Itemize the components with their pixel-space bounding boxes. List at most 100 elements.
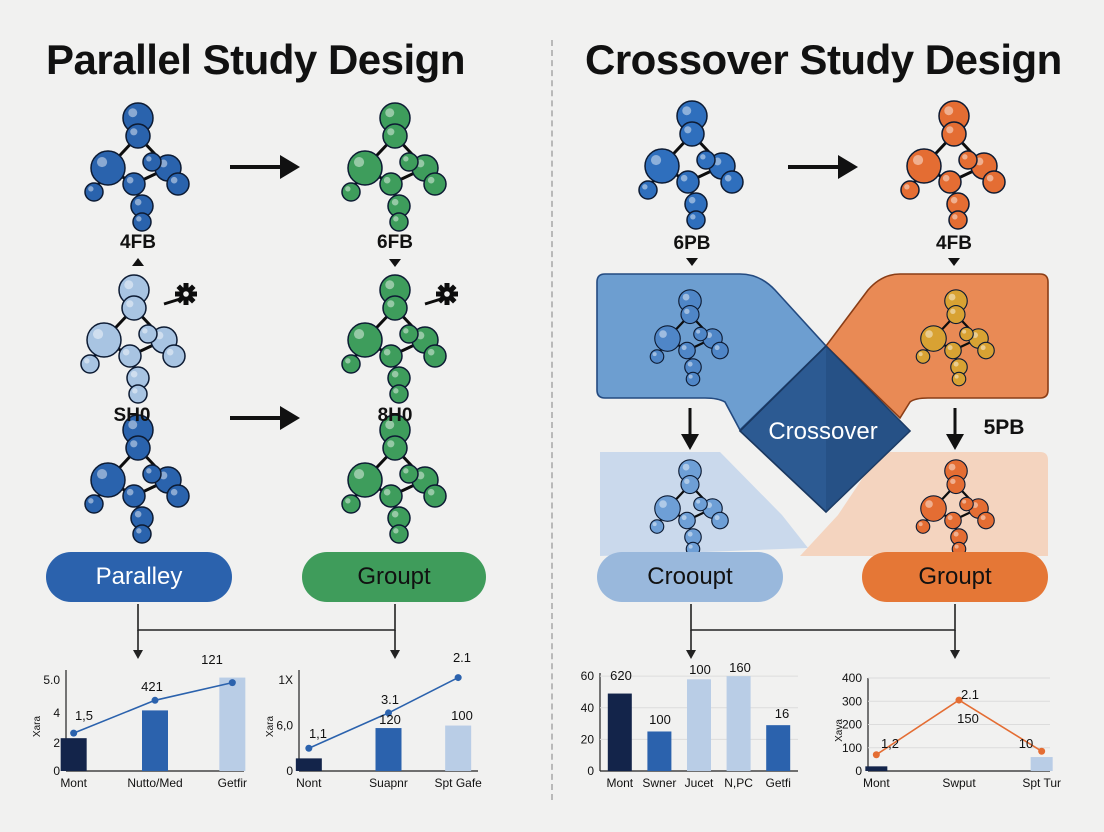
bar [607,693,632,771]
y-tick-label: 6,0 [276,719,293,733]
bar [687,679,711,771]
x-tick-label: Mont [606,776,633,790]
x-tick-label: Suapnr [369,776,408,790]
data-label: 100 [451,708,473,723]
molecule-blue-top [84,102,190,232]
bracket-arrowheads [133,650,960,659]
data-label: 160 [729,660,751,675]
molecule-label-6pb: 6PB [673,233,711,254]
pill-group-green: Groupt [302,552,486,602]
y-tick-label: 100 [842,741,862,755]
bracket-connectors [137,604,956,652]
trend-point [151,696,159,704]
y-axis-label: Xava [834,719,845,742]
y-tick-label: 0 [855,764,862,778]
data-label: 2.1 [961,687,979,702]
x-tick-label: Spt Tur [1022,776,1061,790]
x-tick-label: Nont [296,776,322,790]
x-tick-label: Jucet [685,776,714,790]
y-tick-label: 200 [842,718,862,732]
molecule-green-mid [341,274,458,404]
small-markers [132,258,960,267]
pill-group-orange: Groupt [862,552,1048,602]
y-tick-label: 0 [286,764,293,778]
trend-line [875,699,1043,756]
horizontal-arrows [230,155,858,430]
bar [647,731,672,771]
molecule-blue-bottom [84,414,190,544]
pill-crossover-group-blue: Crooupt [597,552,783,602]
x-tick-label: Mont [60,776,87,790]
molecule-label-8h0: 8H0 [377,405,413,426]
y-tick-label: 300 [842,694,862,708]
bar [865,766,888,771]
x-tick-label: Swner [642,776,676,790]
data-label: 3.1 [381,692,399,707]
gear-icon [175,283,197,305]
molecule-label-4fb: 4FB [120,232,156,253]
bar [375,728,402,771]
pill-parallel-group: Paralley [46,552,232,602]
data-label: 620 [610,668,632,683]
gear-icon [436,283,458,305]
data-label: 121 [201,652,223,667]
crossover-label: Crossover [768,418,878,445]
data-label: 10 [1019,736,1033,751]
y-tick-label: 1X [278,673,293,687]
trend-point [385,709,392,717]
y-tick-label: 0 [53,764,60,778]
x-tick-label: Getfir [218,776,247,790]
data-label: 1,5 [75,708,93,723]
trend-point [305,744,313,752]
data-label: 120 [379,712,401,727]
data-label: 1,2 [881,736,899,751]
y-tick-label: 4 [53,706,60,720]
y-tick-label: 60 [581,669,595,683]
x-tick-label: Spt Gafe [434,776,482,790]
trend-point [70,729,78,737]
down-arrows [681,408,964,450]
trend-point [872,751,880,759]
molecule-label-6fb: 6FB [377,232,413,253]
molecule-blue-panel [649,289,729,387]
y-axis-label: Xara [32,716,43,738]
trend-point [454,674,462,682]
bar [219,677,246,771]
molecule-gold-panel [915,289,995,387]
trend-point [1038,747,1046,755]
molecule-green-bottom [341,414,447,544]
data-label: 100 [649,712,671,727]
trend-point [955,696,963,704]
bar [60,738,87,771]
bar [445,725,472,771]
x-tick-label: N,PC [724,776,753,790]
left-title: Parallel Study Design [46,36,465,83]
y-axis-label: Xara [265,716,276,738]
x-tick-label: Getfi [766,776,791,790]
bar [142,710,168,771]
molecule-label-5pb: 5PB [983,416,1025,439]
bar [726,676,751,771]
molecule-label-4fb-right: 4FB [936,233,972,254]
data-label: 150 [957,711,979,726]
molecule-green-top [341,102,447,232]
x-tick-label: Mont [863,776,890,790]
molecule-blue-crossover [638,100,744,230]
data-label: 16 [775,706,789,721]
y-tick-label: 20 [581,732,595,746]
right-title: Crossover Study Design [585,36,1062,83]
bar [295,758,322,771]
molecule-lightblue-panel [649,459,729,557]
trend-point [228,679,236,687]
center-divider [551,40,553,800]
data-label: 421 [141,679,163,694]
y-tick-label: 0 [587,764,594,778]
molecule-lightblue-mid [80,274,197,404]
